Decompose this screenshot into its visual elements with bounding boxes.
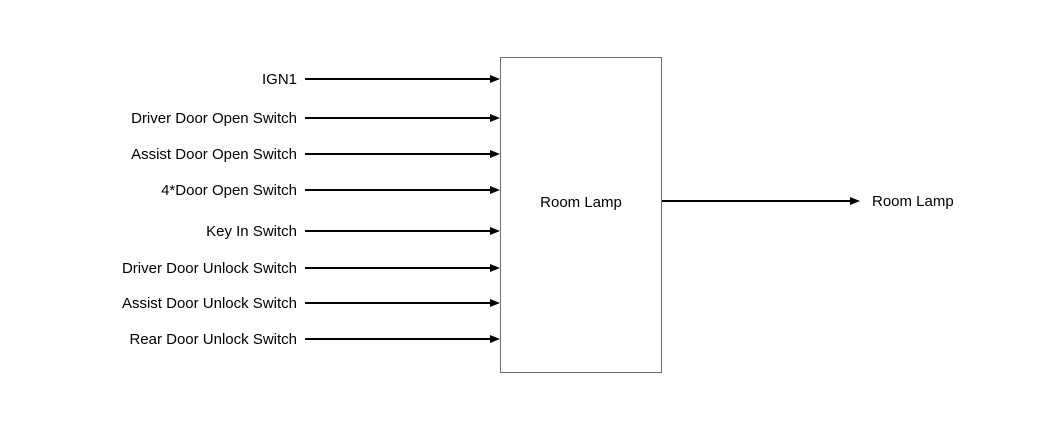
block-label: Room Lamp	[540, 194, 622, 211]
arrow-line	[305, 78, 490, 80]
input-row-assist-door-open: Assist Door Open Switch	[0, 144, 500, 164]
arrow-line	[305, 153, 490, 155]
arrow-head-icon	[490, 186, 500, 194]
arrow-right-icon	[305, 299, 500, 307]
arrow-head-icon	[490, 227, 500, 235]
input-label: IGN1	[261, 70, 297, 88]
input-row-assist-door-unlock: Assist Door Unlock Switch	[0, 293, 500, 313]
arrow-right-icon	[305, 227, 500, 235]
input-label: Key In Switch	[206, 222, 297, 240]
arrow-head-icon	[490, 299, 500, 307]
input-label: Assist Door Unlock Switch	[121, 294, 297, 312]
arrow-right-icon	[305, 150, 500, 158]
arrow-right-icon	[305, 114, 500, 122]
arrow-head-icon	[490, 150, 500, 158]
arrow-right-icon	[305, 335, 500, 343]
arrow-head-icon	[490, 335, 500, 343]
input-row-rear-door-unlock: Rear Door Unlock Switch	[0, 329, 500, 349]
arrow-line	[305, 338, 490, 340]
arrow-head-icon	[850, 197, 860, 205]
input-label: Driver Door Unlock Switch	[121, 259, 297, 277]
input-row-driver-door-open: Driver Door Open Switch	[0, 108, 500, 128]
arrow-right-icon	[305, 186, 500, 194]
arrow-right-icon	[662, 197, 860, 205]
arrow-line	[305, 302, 490, 304]
arrow-right-icon	[305, 264, 500, 272]
arrow-line	[305, 230, 490, 232]
input-label: 4*Door Open Switch	[161, 181, 297, 199]
arrow-line	[305, 267, 490, 269]
input-label: Driver Door Open Switch	[131, 109, 297, 127]
arrow-head-icon	[490, 75, 500, 83]
arrow-head-icon	[490, 114, 500, 122]
arrow-line	[662, 200, 850, 202]
input-row-ign1: IGN1	[0, 69, 500, 89]
input-row-driver-door-unlock: Driver Door Unlock Switch	[0, 258, 500, 278]
input-row-key-in: Key In Switch	[0, 221, 500, 241]
arrow-line	[305, 189, 490, 191]
arrow-line	[305, 117, 490, 119]
output-label: Room Lamp	[872, 192, 954, 210]
input-row-4-door-open: 4*Door Open Switch	[0, 180, 500, 200]
room-lamp-block: Room Lamp	[500, 57, 662, 373]
output-row-room-lamp: Room Lamp	[662, 191, 954, 211]
arrow-right-icon	[305, 75, 500, 83]
input-label: Assist Door Open Switch	[131, 145, 297, 163]
arrow-head-icon	[490, 264, 500, 272]
input-label: Rear Door Unlock Switch	[129, 330, 297, 348]
